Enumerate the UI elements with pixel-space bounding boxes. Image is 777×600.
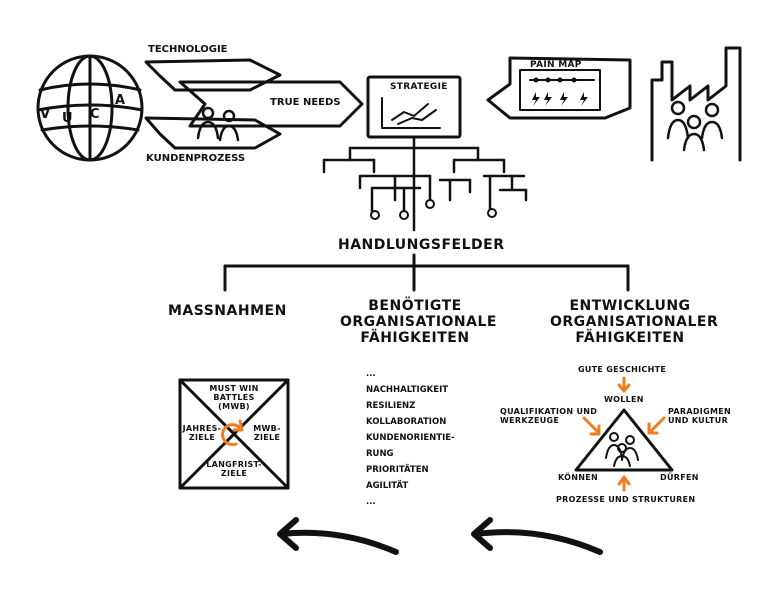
qualifikation-line-2: WERKZEUGE — [500, 416, 560, 426]
label-prozesse: PROZESSE UND STRUKTUREN — [556, 495, 696, 504]
bottom-arrow-left — [279, 529, 399, 555]
massnahmen-square — [178, 378, 290, 490]
list-item: ... — [366, 497, 376, 507]
label-gute-geschichte: GUTE GESCHICHTE — [578, 365, 667, 374]
list-item: KOLLABORATION — [366, 417, 447, 427]
paradigmen-line-2: UND KULTUR — [668, 416, 729, 426]
factory-icon — [650, 46, 742, 162]
square-right-label: MWB- ZIELE — [250, 424, 284, 442]
square-left-line-1: JAHRES- — [182, 424, 222, 433]
true-needs-banner — [178, 80, 364, 128]
people-icon — [196, 106, 240, 142]
label-strategie: STRATEGIE — [390, 82, 448, 92]
vuca-a: A — [115, 93, 125, 108]
label-wollen: WOLLEN — [604, 395, 644, 404]
square-right-line-1: MWB- — [253, 424, 281, 433]
square-left-line-2: ZIELE — [188, 433, 216, 443]
label-benoetigte-faehigkeiten: BENÖTIGTE ORGANISATIONALE FÄHIGKEITEN — [340, 298, 497, 347]
handlungsfelder-branches — [223, 253, 630, 292]
label-pain-map: PAIN MAP — [530, 60, 582, 70]
pain-map-marks — [532, 77, 588, 106]
label-koennen: KÖNNEN — [558, 473, 598, 482]
capabilities-list: ... NACHHALTIGKEIT RESILIENZ KOLLABORATI… — [366, 366, 455, 510]
square-top-line-1: MUST WIN — [209, 384, 259, 393]
square-top-line-2: BATTLES — [213, 393, 255, 403]
label-technologie: TECHNOLOGIE — [148, 44, 228, 55]
triangle-people-icon — [605, 432, 639, 467]
square-bottom-line-1: LANGFRIST- — [206, 460, 262, 469]
pain-map-banner — [486, 56, 632, 120]
list-item: RESILIENZ — [366, 401, 416, 411]
square-right-line-2: ZIELE — [253, 433, 281, 443]
paradigmen-line-1: PARADIGMEN — [668, 407, 731, 416]
vuca-c: C — [90, 107, 100, 122]
vuca-v: V — [40, 107, 50, 122]
strategy-tree — [322, 135, 528, 232]
workers-icon — [666, 100, 724, 152]
benoetigte-line-1: BENÖTIGTE — [368, 298, 462, 314]
bottom-arrow-right — [473, 529, 603, 555]
qualifikation-line-1: QUALIFIKATION UND — [500, 407, 598, 416]
vuca-u: U — [62, 111, 73, 126]
list-item: AGILITÄT — [366, 481, 409, 491]
kundenprozess-banner — [144, 116, 282, 150]
square-left-label: JAHRES- ZIELE — [182, 424, 222, 442]
label-qualifikation: QUALIFIKATION UND WERKZEUGE — [500, 407, 597, 425]
benoetigte-line-3: FÄHIGKEITEN — [360, 330, 470, 347]
pain-map-board — [519, 69, 601, 111]
square-bottom-line-2: ZIELE — [220, 469, 248, 479]
technologie-banner — [144, 58, 282, 92]
square-top-line-3: (MWB) — [218, 402, 250, 412]
label-kundenprozess: KUNDENPROZESS — [146, 153, 246, 164]
label-paradigmen: PARADIGMEN UND KULTUR — [668, 407, 731, 425]
label-duerfen: DÜRFEN — [660, 473, 699, 482]
label-massnahmen: MASSNAHMEN — [168, 303, 287, 319]
list-item: PRIORITÄTEN — [366, 465, 429, 475]
list-item: ... — [366, 369, 376, 379]
list-item: KUNDENORIENTIE- — [366, 433, 455, 443]
mwb-cycle-icon — [221, 423, 242, 447]
entwicklung-line-2: ORGANISATIONALER — [550, 314, 719, 331]
label-entwicklung-faehigkeiten: ENTWICKLUNG ORGANISATIONALER FÄHIGKEITEN — [550, 298, 719, 347]
capability-triangle — [574, 408, 674, 472]
triangle-arrows — [582, 376, 666, 492]
square-bottom-label: LANGFRIST- ZIELE — [204, 460, 264, 478]
label-handlungsfelder: HANDLUNGSFELDER — [338, 237, 505, 253]
label-true-needs: TRUE NEEDS — [270, 97, 341, 108]
entwicklung-line-1: ENTWICKLUNG — [569, 298, 691, 314]
square-top-label: MUST WIN BATTLES (MWB) — [206, 384, 262, 412]
globe-icon — [36, 54, 144, 162]
benoetigte-line-2: ORGANISATIONALE — [340, 314, 497, 331]
list-item: RUNG — [366, 449, 394, 459]
entwicklung-line-3: FÄHIGKEITEN — [575, 330, 685, 347]
list-item: NACHHALTIGKEIT — [366, 385, 449, 395]
